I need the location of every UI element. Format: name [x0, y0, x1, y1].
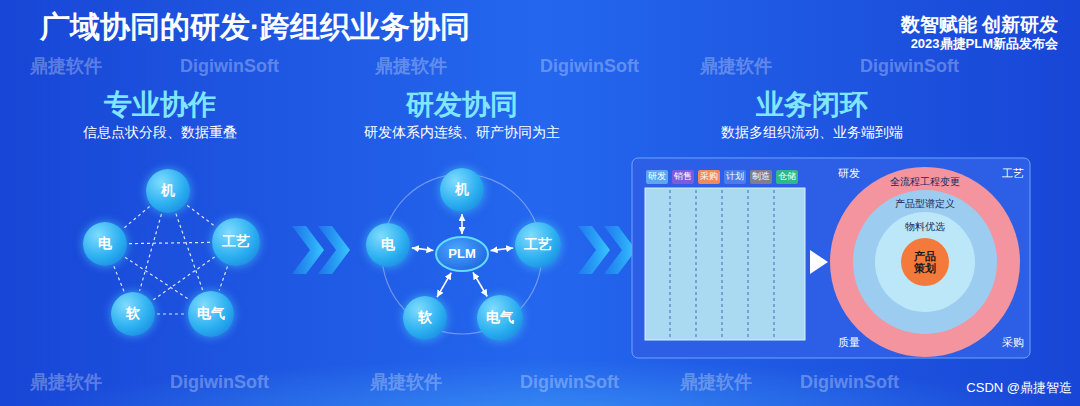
column-tab: 制造: [750, 170, 772, 184]
column-tab: 仓储: [776, 170, 798, 184]
watermark: DigiwinSoft: [520, 372, 619, 394]
sync-arrow: [461, 214, 463, 234]
discipline-circle: 机: [440, 168, 484, 212]
mesh-link: [140, 214, 162, 291]
ring-layer: 产品策划: [901, 238, 949, 286]
floor-glow: [20, 360, 1060, 406]
discipline-circle: 电: [83, 222, 127, 266]
node-text: 电气: [486, 310, 514, 325]
slide-title: 广域协同的研发·跨组织业务协同: [40, 9, 470, 45]
discipline-circle: 电气: [188, 291, 234, 337]
column-tab: 计划: [724, 170, 746, 184]
sync-arrow: [491, 248, 514, 251]
corner-label: 工艺: [1002, 167, 1024, 180]
node-text: 物料优选: [905, 221, 945, 232]
mesh-link: [219, 267, 227, 291]
credit-text: CSDN @鼎捷智造: [966, 380, 1072, 396]
hub-ellipse: PLM: [435, 236, 489, 272]
discipline-circle: 电气: [477, 295, 523, 341]
watermark: 鼎捷软件: [680, 372, 752, 394]
node-text: PLM: [448, 247, 475, 261]
discipline-circle: 工艺: [212, 218, 260, 266]
watermark: 鼎捷软件: [375, 56, 447, 78]
chevron: [578, 226, 610, 274]
node-text: 电气: [197, 306, 225, 321]
node-text: 采购: [700, 172, 718, 182]
corner-label: 质量: [838, 336, 860, 349]
column-line: [722, 190, 723, 338]
mesh-link: [114, 266, 124, 291]
node-text: 计划: [726, 172, 744, 182]
column-tab: 研发: [646, 170, 668, 184]
chevron: [292, 226, 324, 274]
table-columns: [670, 190, 774, 338]
mesh-link: [157, 313, 186, 314]
node-text: 电: [98, 236, 112, 251]
column-tab: 销售: [672, 170, 694, 184]
discipline-circle: 软: [111, 292, 155, 336]
column-line: [696, 190, 697, 338]
section-heading: 研发协同: [406, 88, 518, 122]
mesh-link: [123, 206, 149, 228]
watermark: DigiwinSoft: [860, 56, 959, 78]
watermark: DigiwinSoft: [180, 56, 279, 78]
panel: [632, 158, 1030, 358]
ring-layer: 全流程工程变更产品型谱定义物料优选产品策划: [830, 167, 1020, 357]
node-text: 全流程工程变更: [890, 176, 960, 187]
column-line: [774, 190, 775, 338]
watermark: DigiwinSoft: [170, 372, 269, 394]
watermark: 鼎捷软件: [30, 56, 102, 78]
sync-arrow: [412, 248, 434, 251]
mesh-link: [129, 242, 210, 243]
mesh-link: [187, 205, 215, 226]
node-text: 工艺: [524, 237, 552, 252]
column-line: [670, 190, 671, 338]
discipline-circle: 机: [146, 169, 190, 213]
watermark: 鼎捷软件: [30, 372, 102, 394]
discipline-circle: 软: [403, 296, 447, 340]
mesh-link: [176, 214, 203, 291]
event-name: 2023鼎捷PLM新品发布会: [911, 36, 1058, 52]
watermark: DigiwinSoft: [800, 372, 899, 394]
table-body: [645, 188, 805, 340]
chevron: [604, 226, 636, 274]
node-text: 软: [126, 306, 140, 321]
section-subtitle: 研发体系内连续、研产协同为主: [364, 124, 560, 141]
corner-label: 研发: [838, 167, 860, 180]
discipline-circle: 工艺: [515, 222, 561, 268]
node-text: 工艺: [222, 234, 250, 249]
discipline-circle: 电: [366, 223, 410, 267]
corner-label: 采购: [1002, 336, 1024, 349]
node-text: 制造: [752, 172, 770, 182]
section-subtitle: 数据多组织流动、业务端到端: [721, 124, 903, 141]
column-tab: 采购: [698, 170, 720, 184]
section-subtitle: 信息点状分段、数据重叠: [83, 124, 237, 141]
node-text: 机: [455, 182, 469, 197]
watermark: DigiwinSoft: [540, 56, 639, 78]
brand-slogan: 数智赋能 创新研发: [901, 14, 1058, 37]
node-text: 研发: [648, 172, 666, 182]
node-text: 销售: [674, 172, 692, 182]
watermark: 鼎捷软件: [700, 56, 772, 78]
sync-arrow: [473, 272, 487, 296]
node-text: 产品型谱定义: [895, 198, 955, 209]
column-line: [748, 190, 749, 338]
sync-arrow: [437, 273, 451, 298]
watermark: 鼎捷软件: [370, 372, 442, 394]
node-text: 软: [418, 310, 432, 325]
node-text: 仓储: [778, 172, 796, 182]
ring-layer: 产品型谱定义物料优选产品策划: [853, 190, 997, 334]
flow-triangle: [810, 250, 828, 274]
node-text: 产品策划: [913, 250, 936, 274]
node-text: 电: [381, 237, 395, 252]
section-heading: 业务闭环: [756, 88, 868, 122]
node-text: 机: [161, 183, 175, 198]
section-heading: 专业协作: [104, 88, 216, 122]
ring-layer: 物料优选产品策划: [875, 212, 975, 312]
chevron: [318, 226, 350, 274]
